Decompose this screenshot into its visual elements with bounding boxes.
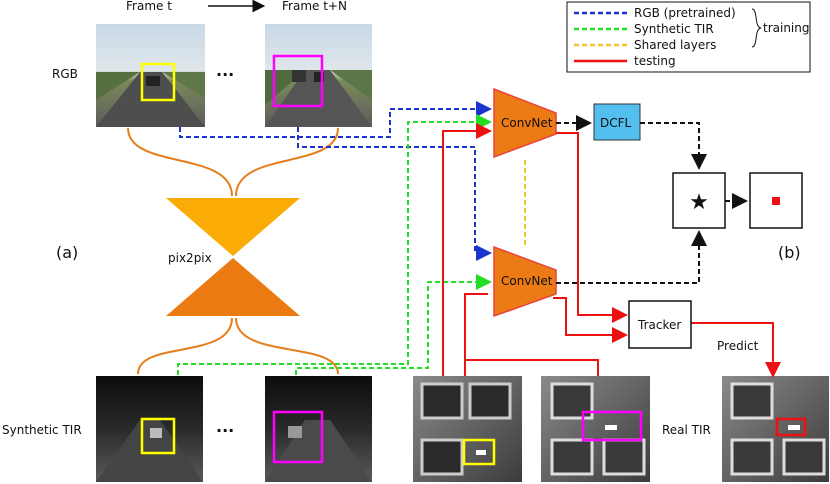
frame-tn-label: Frame t+N <box>282 0 347 13</box>
rgb-path-to-convnet-top <box>179 101 492 138</box>
test-path-to-convnet-bottom-a <box>464 293 488 376</box>
legend: RGB (pretrained) Synthetic TIR Shared laye… <box>566 1 811 73</box>
curve-left-top <box>127 127 233 197</box>
rgb-image-frame-tn <box>265 24 372 127</box>
synthetic-target-box <box>140 417 176 455</box>
legend-label-3: testing <box>634 54 676 68</box>
real-tir-prediction-image <box>722 376 829 482</box>
tir-path-to-convnet-bottom <box>295 274 492 375</box>
predict-label: Predict <box>717 339 759 353</box>
synthetic-target-box-2 <box>272 410 324 464</box>
ellipsis-bottom: ··· <box>216 421 234 440</box>
panel-a-label: (a) <box>56 243 78 262</box>
real-tir-target-box <box>462 438 496 466</box>
tir-path-to-convnet-top <box>177 114 492 375</box>
convnet-bottom-label: ConvNet <box>501 274 553 288</box>
synthetic-tir-label: Synthetic TIR <box>2 423 82 437</box>
test-path-to-convnet-top <box>442 123 492 376</box>
legend-brace <box>751 8 762 48</box>
tracker-block <box>628 300 692 349</box>
response-peak <box>772 197 780 205</box>
correlation-block <box>672 172 726 229</box>
test-path-to-convnet-bottom-b <box>465 359 599 376</box>
real-tir-target-box-2 <box>581 410 643 442</box>
tracker-label: Tracker <box>637 318 681 332</box>
dcfl-label: DCFL <box>600 116 632 130</box>
convnet-bottom <box>493 245 557 318</box>
convnet-top <box>493 87 557 159</box>
pix2pix-encoder <box>166 198 300 256</box>
rgb-label: RGB <box>52 67 78 81</box>
convnet-top-to-tracker <box>553 132 628 323</box>
real-tir-label: Real TIR <box>662 423 711 437</box>
rgb-path-to-convnet-bottom <box>297 127 492 261</box>
real-tir-image-2 <box>541 376 650 482</box>
legend-training-label: training <box>763 21 810 35</box>
pix2pix-decoder <box>166 258 300 316</box>
rgb-image-frame-t <box>96 24 205 127</box>
curve-right-bottom <box>235 317 339 375</box>
star-icon: ★ <box>689 190 709 215</box>
legend-label-1: Synthetic TIR <box>634 22 714 36</box>
convnet-bottom-to-tracker <box>553 297 628 343</box>
rgb-target-box-2 <box>272 54 324 108</box>
curve-right-top <box>235 127 339 197</box>
synthetic-tir-image-1 <box>96 376 203 482</box>
synthetic-tir-image-2 <box>265 376 372 482</box>
predicted-box <box>775 417 807 437</box>
dcfl-to-star <box>640 122 707 170</box>
frame-t-label: Frame t <box>126 0 172 13</box>
rgb-target-box <box>140 62 176 102</box>
pix2pix-label: pix2pix <box>168 251 212 265</box>
ellipsis-top: ··· <box>216 65 234 84</box>
curve-left-bottom <box>137 317 233 375</box>
legend-label-0: RGB (pretrained) <box>634 6 736 20</box>
dcfl-block <box>593 103 641 141</box>
legend-label-2: Shared layers <box>634 38 716 52</box>
panel-b-label: (b) <box>778 243 801 262</box>
convnet-top-label: ConvNet <box>501 116 553 130</box>
real-tir-image-1 <box>413 376 522 482</box>
tracker-to-prediction <box>691 322 781 378</box>
